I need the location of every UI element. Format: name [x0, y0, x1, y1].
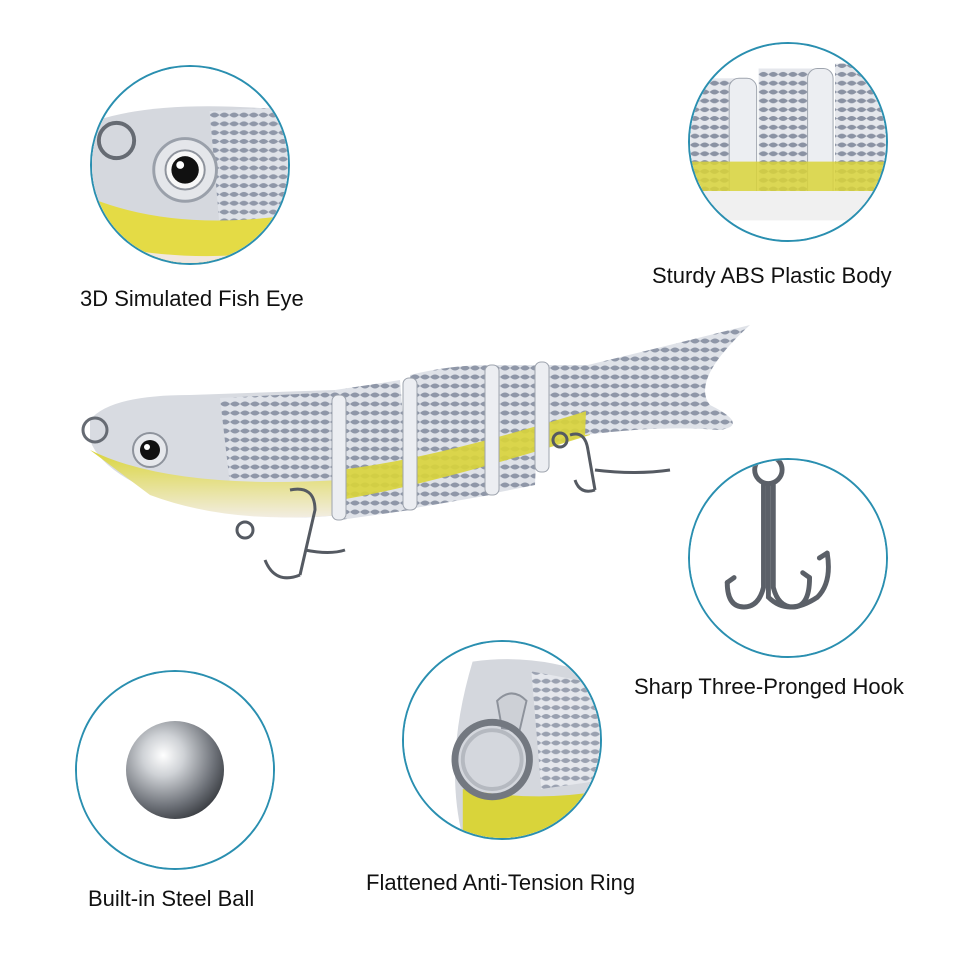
- segmented-body-icon: [690, 44, 886, 240]
- treble-hook-icon: [690, 460, 886, 656]
- plastic-body-detail-circle: [688, 42, 888, 242]
- fish-eye-detail-circle: [90, 65, 290, 265]
- fish-eye-icon: [92, 67, 288, 263]
- steel-ball-detail-circle: [75, 670, 275, 870]
- plastic-body-label: Sturdy ABS Plastic Body: [652, 263, 892, 288]
- swimbait-lure-icon: [81, 325, 750, 580]
- split-ring-icon: [404, 642, 600, 838]
- split-ring-label: Flattened Anti-Tension Ring: [366, 870, 636, 895]
- treble-hook-detail-circle: [688, 458, 888, 658]
- split-ring-detail-circle: [402, 640, 602, 840]
- steel-ball-icon: [77, 672, 273, 868]
- steel-ball-label: Built-in Steel Ball: [88, 886, 255, 911]
- fish-eye-label: 3D Simulated Fish Eye: [80, 286, 304, 311]
- main-lure-image: [70, 310, 770, 600]
- treble-hook-label: Sharp Three-Pronged Hook: [634, 674, 904, 699]
